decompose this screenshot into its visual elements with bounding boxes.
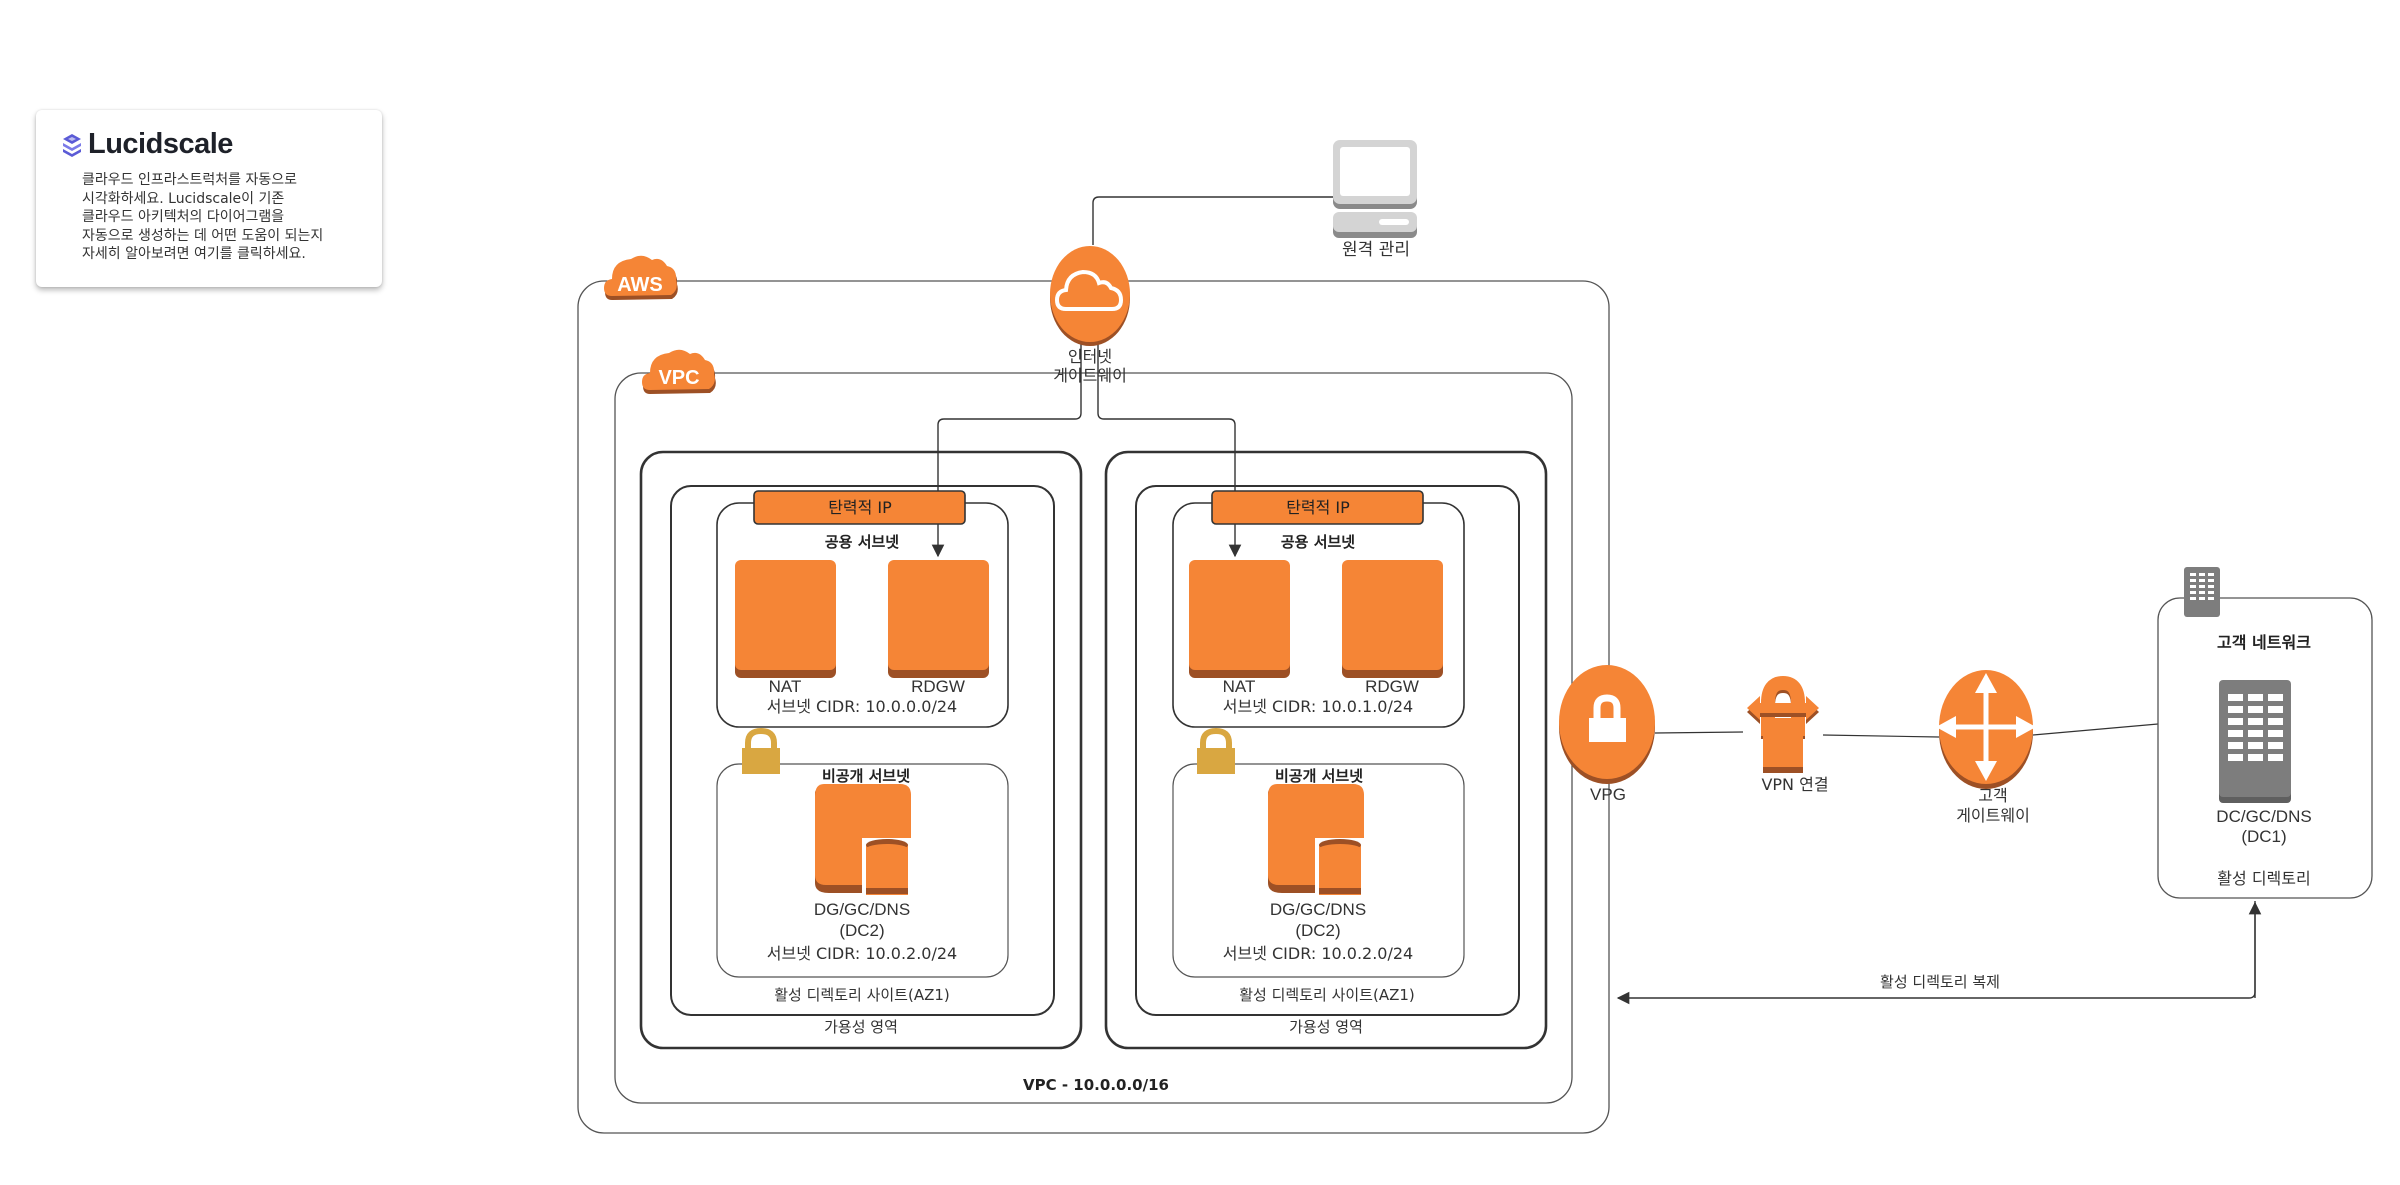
- igw-connectors: [931, 196, 1333, 558]
- lucidscale-logo-icon: [63, 133, 81, 157]
- customer-network-footer: 활성 디렉토리: [2217, 869, 2310, 888]
- cloud-icon: [1054, 269, 1124, 311]
- vpn-label: VPN 연결: [1761, 775, 1828, 794]
- internet-gateway-node[interactable]: 인터넷 게이트웨이: [1050, 246, 1130, 385]
- private-subnet-title: 비공개 서브넷: [1275, 767, 1363, 785]
- availability-zone-1[interactable]: 가용성 영역 활성 디렉토리 사이트(AZ1) 공용 서브넷 NAT RDGW …: [639, 450, 1083, 1050]
- availability-zone-2[interactable]: 가용성 영역 활성 디렉토리 사이트(AZ1) 공용 서브넷 NAT RDGW …: [1104, 450, 1548, 1050]
- ad-site-box[interactable]: 활성 디렉토리 사이트(AZ1): [1135, 485, 1520, 1016]
- lucidscale-logo: Lucidscale: [62, 128, 233, 161]
- aws-cloud-icon: AWS: [604, 255, 678, 300]
- customer-dc-label-line1: DC/GC/DNS: [2216, 807, 2311, 826]
- private-subnet[interactable]: 비공개 서브넷 DG/GC/DNS (DC2) 서브넷 CIDR: 10.0.2…: [716, 727, 1009, 978]
- customer-dc-label-line2: (DC1): [2241, 827, 2286, 846]
- promo-description[interactable]: 클라우드 인프라스트럭처를 자동으로 시각화하세요. Lucidscale이 기…: [82, 171, 382, 264]
- nat-label: NAT: [1223, 677, 1256, 696]
- nat-label: NAT: [769, 677, 802, 696]
- nat-instance[interactable]: NAT: [1189, 560, 1290, 696]
- desktop-computer-icon: [1333, 140, 1417, 238]
- router-arrows-icon: [1936, 673, 2036, 781]
- promo-description-line: 시각화하세요. Lucidscale이 기존: [82, 190, 285, 207]
- private-subnet[interactable]: 비공개 서브넷 DG/GC/DNS (DC2) 서브넷 CIDR: 10.0.2…: [1172, 727, 1465, 978]
- promo-description-line: 클라우드 아키텍처의 다이어그램을: [82, 209, 285, 225]
- public-subnet-cidr: 서브넷 CIDR: 10.0.1.0/24: [1223, 697, 1413, 716]
- database-server-icon: [815, 784, 912, 895]
- private-subnet-cidr: 서브넷 CIDR: 10.0.2.0/24: [1223, 944, 1413, 963]
- dc-label-line1: DG/GC/DNS: [1270, 900, 1366, 919]
- public-subnet-cidr: 서브넷 CIDR: 10.0.0.0/24: [767, 697, 957, 716]
- dc-label-line1: DG/GC/DNS: [814, 900, 910, 919]
- vpc-cloud-icon: VPC: [642, 349, 716, 394]
- padlock-icon: [742, 727, 780, 774]
- replication-connector: [1616, 901, 2262, 1005]
- customer-gateway-label-line1: 고객: [1978, 786, 2007, 805]
- private-subnet-cidr: 서브넷 CIDR: 10.0.2.0/24: [767, 944, 957, 963]
- dc-label-line2: (DC2): [839, 921, 884, 940]
- svg-text:탄력적 IP: 탄력적 IP: [1286, 498, 1350, 517]
- promo-description-line: 클라우드 인프라스트럭처를 자동으로: [82, 172, 297, 188]
- aws-cloud-container[interactable]: [577, 280, 1610, 1134]
- promo-description-line: 자세히 알아보려면 여기를 클릭하세요.: [82, 246, 306, 262]
- svg-text:탄력적 IP: 탄력적 IP: [828, 498, 892, 517]
- ad-site-label: 활성 디렉토리 사이트(AZ1): [1239, 986, 1415, 1004]
- promo-description-line: 자동으로 생성하는 데 어떤 도움이 되는지: [82, 227, 324, 244]
- vpn-connection-node[interactable]: VPN 연결: [1747, 675, 1829, 794]
- private-subnet-title: 비공개 서브넷: [822, 767, 910, 785]
- database-server-icon: [1268, 784, 1365, 895]
- public-subnet[interactable]: 공용 서브넷 NAT RDGW 서브넷 CIDR: 10.0.1.0/24: [1172, 502, 1465, 728]
- dc-label-line2: (DC2): [1295, 921, 1340, 940]
- padlock-icon: [1589, 694, 1626, 742]
- public-subnet-title: 공용 서브넷: [825, 533, 899, 551]
- lucidscale-promo-card[interactable]: Lucidscale 클라우드 인프라스트럭처를 자동으로 시각화하세요. Lu…: [36, 110, 382, 287]
- remote-admin-label: 원격 관리: [1342, 240, 1410, 260]
- svg-text:VPC: VPC: [658, 367, 699, 389]
- lucidscale-brand-name: Lucidscale: [88, 128, 233, 160]
- elastic-ip-badge[interactable]: 탄력적 IP: [1211, 490, 1424, 525]
- ad-site-label: 활성 디렉토리 사이트(AZ1): [774, 986, 950, 1004]
- corporate-building-icon: [2184, 567, 2220, 617]
- customer-network-title: 고객 네트워크: [2217, 633, 2311, 652]
- customer-gateway-node[interactable]: 고객 게이트웨이: [1936, 670, 2036, 825]
- az-label: 가용성 영역: [824, 1018, 898, 1036]
- rdgw-instance[interactable]: RDGW: [1342, 560, 1443, 696]
- customer-gateway-label-line2: 게이트웨이: [1956, 806, 2030, 825]
- vpc-cidr-label: VPC - 10.0.0.0/16: [1023, 1076, 1169, 1094]
- vpc-container[interactable]: VPC - 10.0.0.0/16: [614, 372, 1573, 1104]
- vpg-node[interactable]: VPG: [1559, 665, 1655, 804]
- az-label: 가용성 영역: [1289, 1018, 1363, 1036]
- svg-text:AWS: AWS: [617, 274, 663, 296]
- igw-label-line1: 인터넷: [1068, 347, 1112, 366]
- remote-admin-node[interactable]: 원격 관리: [1333, 140, 1417, 260]
- igw-label-line2: 게이트웨이: [1053, 366, 1127, 385]
- nat-instance[interactable]: NAT: [735, 560, 836, 696]
- padlock-icon: [1197, 727, 1235, 774]
- vpn-connectors: [1654, 723, 2159, 738]
- public-subnet-title: 공용 서브넷: [1281, 533, 1355, 551]
- rdgw-label: RDGW: [1365, 677, 1419, 696]
- rdgw-label: RDGW: [911, 677, 965, 696]
- replication-label: 활성 디렉토리 복제: [1880, 973, 2000, 991]
- elastic-ip-badge[interactable]: 탄력적 IP: [753, 490, 966, 525]
- vpg-label: VPG: [1590, 785, 1626, 804]
- customer-network-box[interactable]: 고객 네트워크 DC/GC/DNS (DC1) 활성 디렉토리: [2157, 567, 2373, 899]
- ad-site-box[interactable]: 활성 디렉토리 사이트(AZ1): [670, 485, 1055, 1016]
- public-subnet[interactable]: 공용 서브넷 NAT RDGW 서브넷 CIDR: 10.0.0.0/24: [716, 502, 1009, 728]
- vpn-connection-icon: [1747, 675, 1819, 773]
- corporate-server-icon: [2219, 680, 2291, 803]
- rdgw-instance[interactable]: RDGW: [888, 560, 989, 696]
